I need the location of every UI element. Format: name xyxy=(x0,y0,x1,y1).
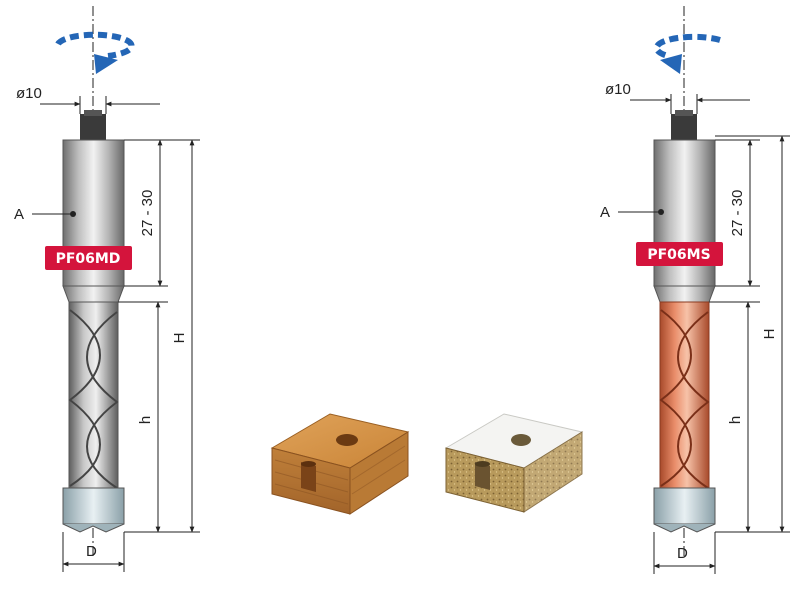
right-model-badge-text: PF06MS xyxy=(647,247,710,263)
solid-wood-sample xyxy=(270,413,410,515)
right-cutting-length-label: h xyxy=(727,416,744,424)
left-tenon xyxy=(80,114,106,140)
right-cut-diameter-label: D xyxy=(677,545,688,562)
left-shank-length-label: 27 - 30 xyxy=(139,190,156,237)
left-cutting-length-label: h xyxy=(137,416,154,424)
right-total-length-label: H xyxy=(761,329,778,340)
left-label-a: A xyxy=(14,206,24,223)
left-flute-body xyxy=(68,301,119,489)
right-shank-diameter-label: ø10 xyxy=(605,81,631,98)
left-drill-bit: A ø10 27 - 30 H h D PF06MD xyxy=(14,6,200,572)
right-flute-body xyxy=(659,301,710,489)
right-shank-length-label: 27 - 30 xyxy=(729,190,746,237)
left-cutting-head xyxy=(62,487,125,525)
left-model-badge xyxy=(45,246,132,270)
left-cut-diameter-label: D xyxy=(86,543,97,560)
left-rotation-arrow-icon xyxy=(55,31,135,74)
right-tenon xyxy=(671,114,697,140)
right-cutting-head xyxy=(653,487,716,525)
right-drill-bit: A ø10 27 - 30 H h D PF06MS xyxy=(600,6,790,574)
left-shank-diameter-label: ø10 xyxy=(16,85,42,102)
left-total-length-label: H xyxy=(171,333,188,344)
left-model-badge-text: PF06MD xyxy=(56,251,121,267)
chipboard-sample xyxy=(444,413,584,513)
right-label-a: A xyxy=(600,204,610,221)
right-rotation-arrow-icon xyxy=(653,33,721,74)
right-model-badge xyxy=(636,242,723,266)
